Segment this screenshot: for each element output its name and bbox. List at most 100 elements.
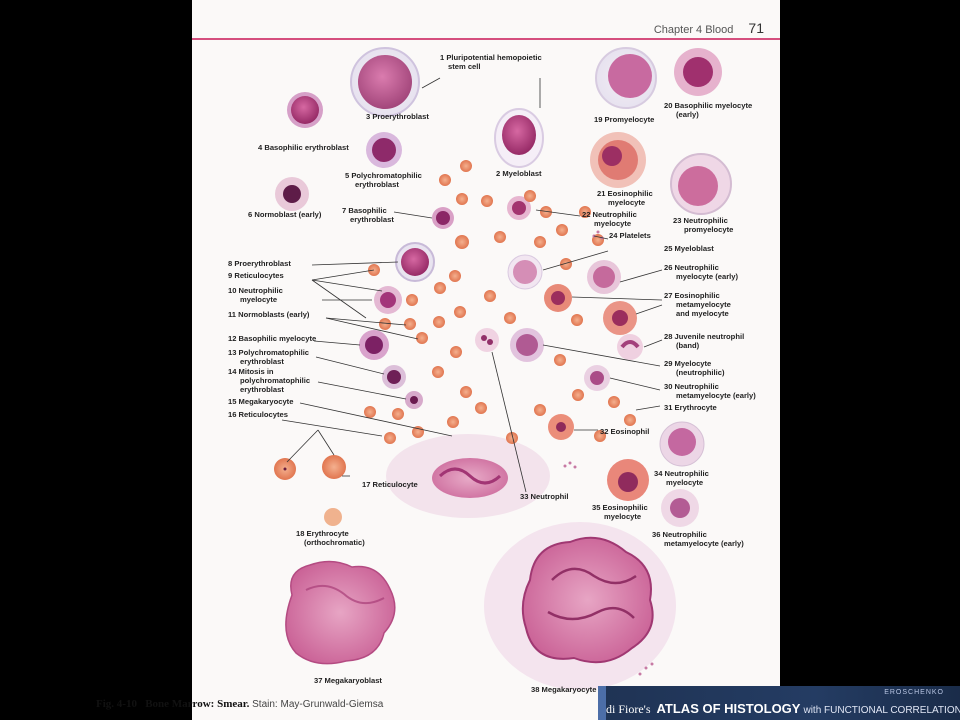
figure-caption: Fig. 4-10 Bone Marrow: Smear. Stain: May… xyxy=(96,698,383,710)
label-5b: erythroblast xyxy=(355,180,399,189)
cell-neutrophilic-metamyelocyte-36 xyxy=(661,489,699,527)
label-24: 24 Platelets xyxy=(609,231,651,240)
label-21a: 21 Eosinophilic xyxy=(597,189,653,198)
label-10b: myelocyte xyxy=(240,295,277,304)
label-36b: metamyelocyte (early) xyxy=(664,539,744,548)
label-30b: metamyelocyte (early) xyxy=(676,391,756,400)
label-6: 6 Normoblast (early) xyxy=(248,210,322,219)
cell-reticulocyte-16 xyxy=(274,458,296,480)
leader-lines xyxy=(281,77,663,493)
cell-polychromatophilic-erythroblast-5 xyxy=(366,132,402,168)
label-35b: myelocyte xyxy=(604,512,641,521)
cell-polychromatophilic-erythroblast-13 xyxy=(382,365,406,389)
label-27b: metamyelocyte xyxy=(676,300,731,309)
cell-eosinophilic-myelocyte-35 xyxy=(607,459,649,501)
cell-mitosis-14 xyxy=(405,391,423,409)
cell-basophilic-erythroblast-4 xyxy=(287,92,323,128)
running-head: Chapter 4 Blood 71 xyxy=(654,20,764,36)
label-8: 8 Proerythroblast xyxy=(228,259,291,268)
label-23b: promyelocyte xyxy=(684,225,733,234)
cell-neutrophilic-myelocyte-22 xyxy=(507,196,531,220)
label-16: 16 Reticulocytes xyxy=(228,410,288,419)
cell-proerythroblast-8 xyxy=(395,242,435,282)
label-20b: (early) xyxy=(676,110,699,119)
label-34a: 34 Neutrophilic xyxy=(654,469,709,478)
label-11: 11 Normoblasts (early) xyxy=(228,310,310,319)
cell-promyelocyte-19 xyxy=(595,47,657,109)
label-13b: erythroblast xyxy=(240,357,284,366)
label-1b: stem cell xyxy=(448,62,481,71)
label-37: 37 Megakaryoblast xyxy=(314,676,382,685)
label-18a: 18 Erythrocyte xyxy=(296,529,349,538)
cell-eosinophil-32 xyxy=(548,414,574,440)
cell-neutrophilic-metamyelocyte-30 xyxy=(584,365,610,391)
label-5a: 5 Polychromatophilic xyxy=(345,171,422,180)
label-34b: myelocyte xyxy=(666,478,703,487)
label-31: 31 Erythrocyte xyxy=(664,403,717,412)
label-23a: 23 Neutrophilic xyxy=(673,216,728,225)
cell-erythrocyte-18 xyxy=(324,508,342,526)
cell-normoblast-6 xyxy=(275,177,309,211)
label-12: 12 Basophilic myelocyte xyxy=(228,334,316,343)
figure-stain: Stain: May-Grunwald-Giemsa xyxy=(252,699,384,710)
label-38: 38 Megakaryocyte xyxy=(531,685,596,694)
cell-megakaryocyte-15 xyxy=(432,458,508,498)
label-29a: 29 Myelocyte xyxy=(664,359,711,368)
figure-title: Bone Marrow: Smear. xyxy=(145,698,250,710)
page-number: 71 xyxy=(748,20,764,36)
header-rule xyxy=(192,38,780,40)
label-14c: erythroblast xyxy=(240,385,284,394)
label-28b: (band) xyxy=(676,341,700,350)
label-7b: erythroblast xyxy=(350,215,394,224)
label-33: 33 Neutrophil xyxy=(520,492,569,501)
label-27a: 27 Eosinophilic xyxy=(664,291,720,300)
label-3: 3 Proerythroblast xyxy=(366,112,429,121)
banner-author: EROSCHENKO xyxy=(884,689,944,696)
label-14b: polychromatophilic xyxy=(240,376,310,385)
cell-neutrophilic-myelocyte-26 xyxy=(587,260,621,294)
label-4: 4 Basophilic erythroblast xyxy=(258,143,349,152)
cell-reticulocyte-17 xyxy=(322,455,346,479)
platelets xyxy=(563,230,654,676)
cell-myelocyte-29 xyxy=(510,328,544,362)
banner-title: ATLAS OF HISTOLOGY xyxy=(656,701,801,716)
cell-basophilic-myelocyte-12 xyxy=(359,330,389,360)
cell-neutrophilic-promyelocyte-23 xyxy=(670,153,732,215)
label-26b: myelocyte (early) xyxy=(676,272,739,281)
label-28a: 28 Juvenile neutrophil xyxy=(664,332,744,341)
label-21b: myelocyte xyxy=(608,198,645,207)
cell-basophilic-myelocyte-20 xyxy=(674,48,722,96)
section-label: Blood xyxy=(705,24,734,36)
label-25: 25 Myeloblast xyxy=(664,244,714,253)
cell-myeloblast-2 xyxy=(494,108,544,168)
label-17: 17 Reticulocyte xyxy=(362,480,418,489)
label-9: 9 Reticulocytes xyxy=(228,271,284,280)
cell-eosinophilic-myelocyte-27 xyxy=(603,301,637,335)
label-13a: 13 Polychromatophilic xyxy=(228,348,309,357)
cell-proerythroblast-3 xyxy=(350,47,420,117)
label-10a: 10 Neutrophilic xyxy=(228,286,283,295)
cell-juvenile-neutrophil-28 xyxy=(617,334,643,360)
cell-neutrophilic-myelocyte-10 xyxy=(374,286,402,314)
label-27c: and myelocyte xyxy=(676,309,729,318)
cell-megakaryoblast-37 xyxy=(285,560,396,665)
label-35a: 35 Eosinophilic xyxy=(592,503,648,512)
label-1a: 1 Pluripotential hemopoietic xyxy=(440,53,542,62)
labels: 1 Pluripotential hemopoietic stem cell 3… xyxy=(228,53,756,694)
cell-eosinophilic-metamyelocyte-27 xyxy=(544,284,572,312)
label-22b: myelocyte xyxy=(594,219,631,228)
cell-eosinophilic-myelocyte-21 xyxy=(590,132,646,188)
label-15: 15 Megakaryocyte xyxy=(228,397,293,406)
chapter-label: Chapter 4 xyxy=(653,24,703,36)
cell-myeloblast-25 xyxy=(507,254,543,290)
banner-prefix: di Fiore's xyxy=(606,702,651,716)
central-smear-cluster xyxy=(359,196,705,527)
label-19: 19 Promyelocyte xyxy=(594,115,654,124)
label-29b: (neutrophilic) xyxy=(676,368,725,377)
label-18b: (orthochromatic) xyxy=(304,538,365,547)
cell-megakaryocyte-38 xyxy=(521,536,654,664)
label-20a: 20 Basophilic myelocyte xyxy=(664,101,752,110)
